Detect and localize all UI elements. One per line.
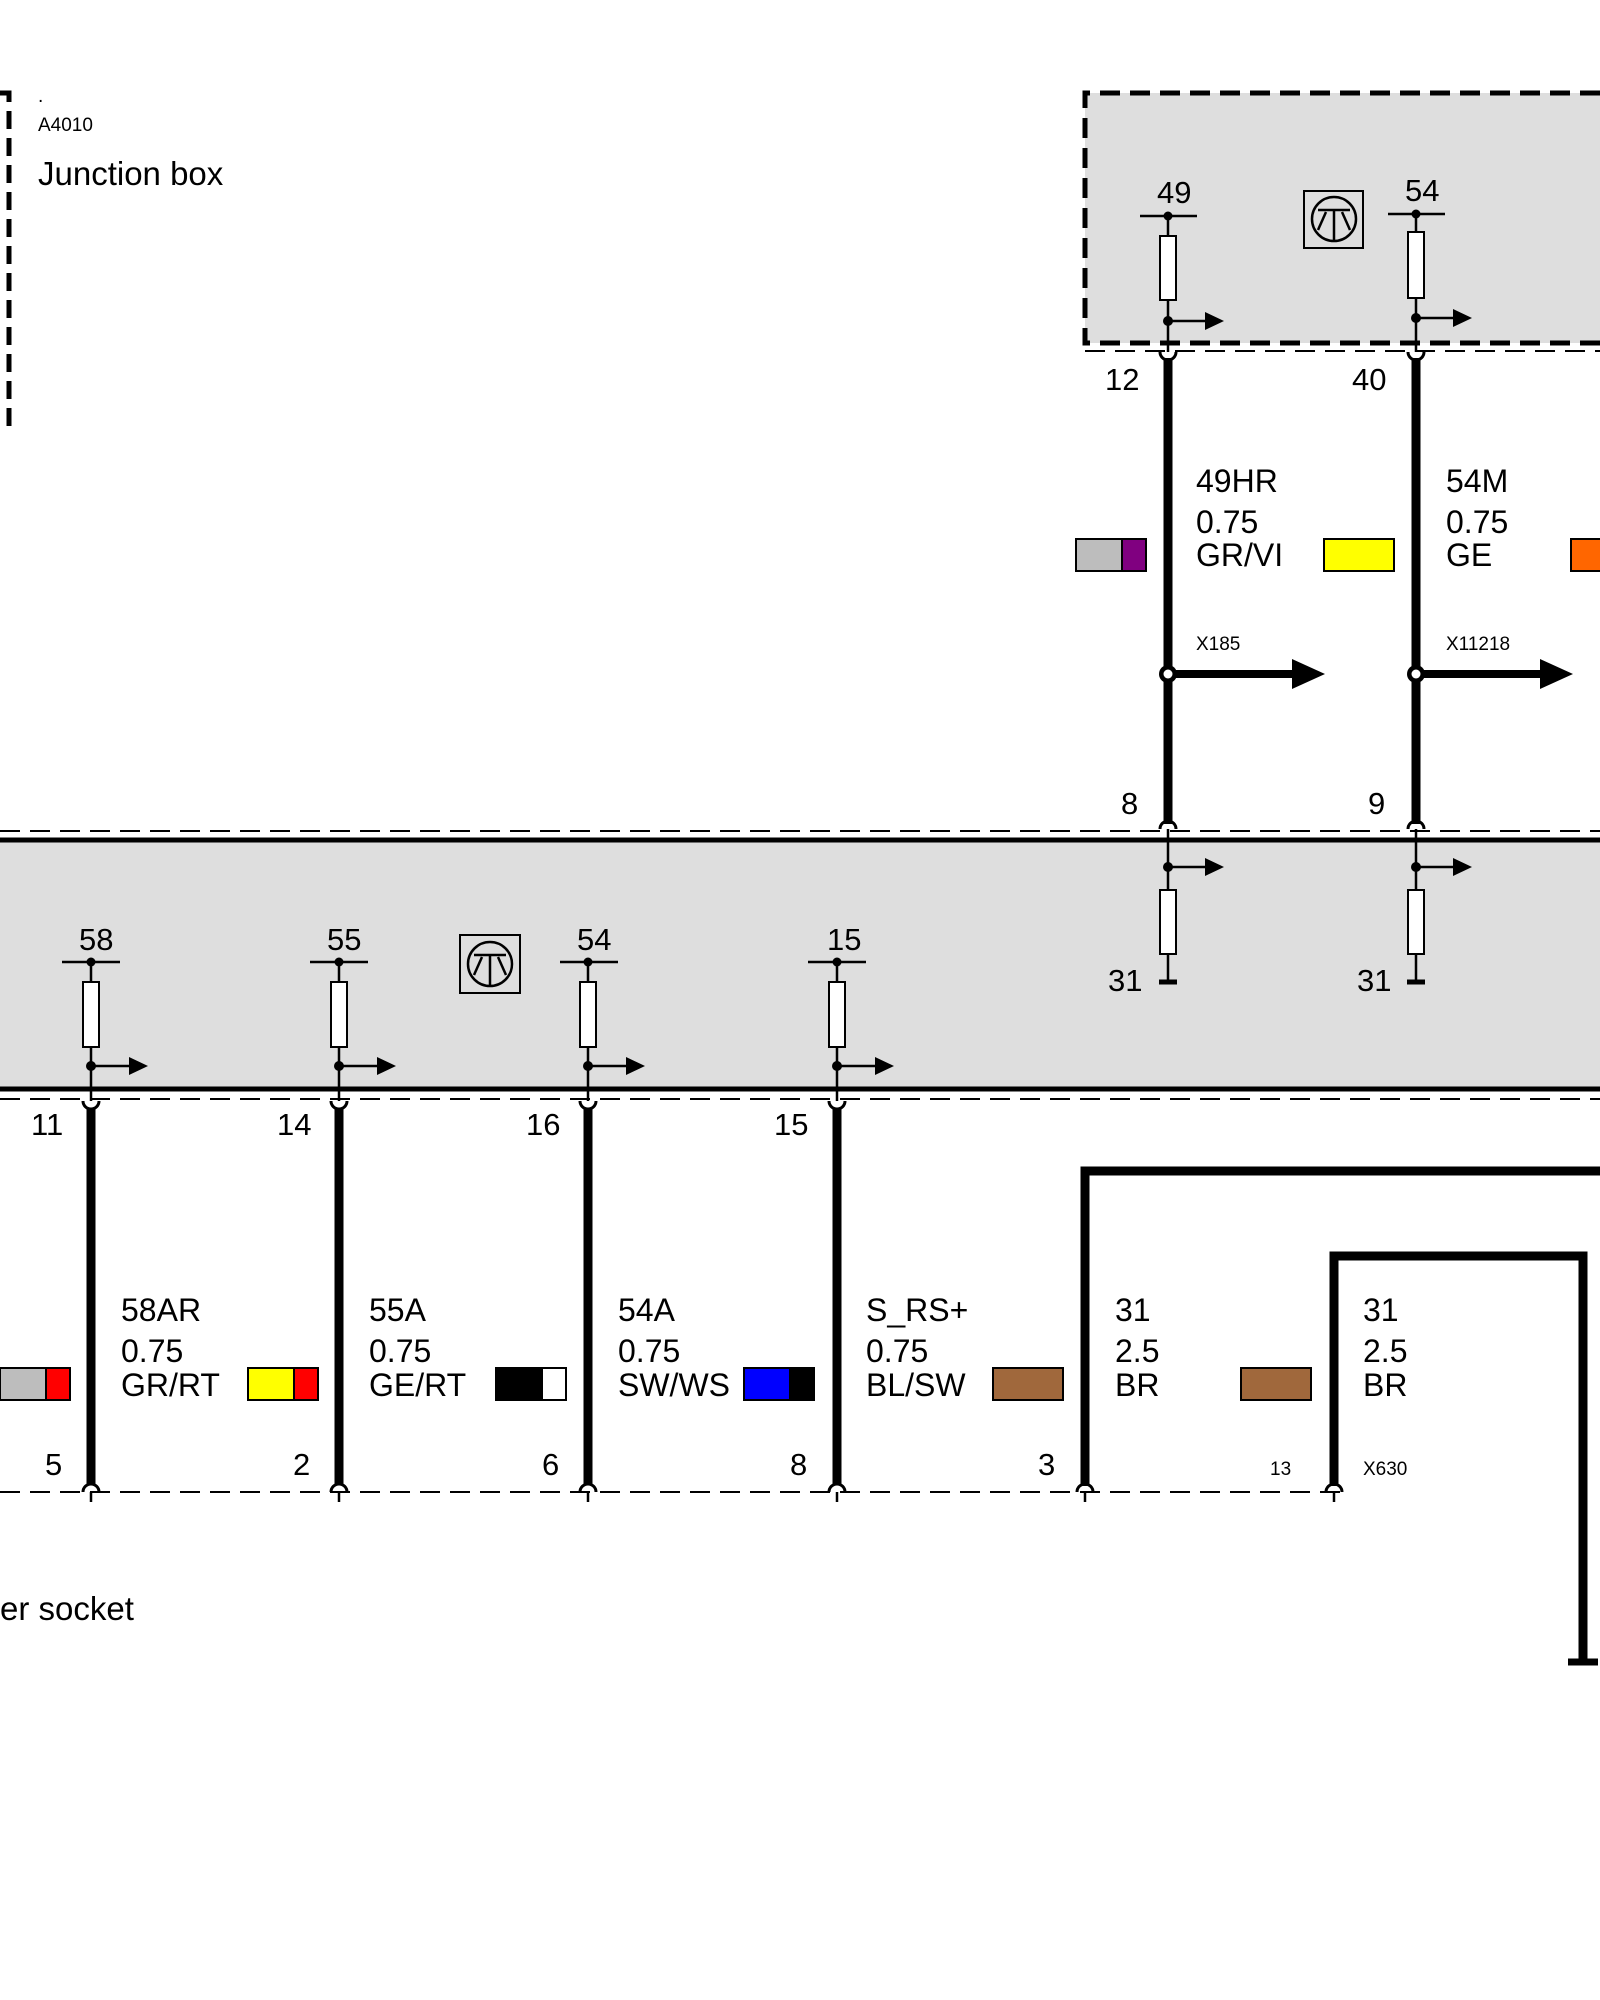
pin-16: 16: [526, 1107, 560, 1142]
pin-5: 5: [45, 1447, 62, 1482]
wire-signal: 58AR: [121, 1292, 201, 1328]
wire-color-code: GE/RT: [369, 1367, 466, 1403]
ground-fuse-right: 31: [1357, 819, 1472, 998]
wire-signal: 31: [1363, 1292, 1399, 1328]
pin-11: 11: [31, 1107, 63, 1142]
fuse-58: 58: [62, 922, 148, 1101]
top-module: 49 54: [1082, 90, 1600, 362]
pin-6: 6: [542, 1447, 559, 1482]
fuse-15: 15: [808, 922, 894, 1101]
color-chip-br: [992, 1367, 1064, 1401]
wire-color-code: GE: [1446, 537, 1492, 573]
wire-color-code: BL/SW: [866, 1367, 966, 1403]
module-symbol-icon: [1303, 190, 1364, 249]
fuse-id: 55: [327, 922, 361, 957]
color-chip-ge: [1323, 538, 1395, 572]
pin-9-top: 9: [1368, 786, 1385, 821]
wire-color-code: BR: [1363, 1367, 1407, 1403]
wire-31-a: 31 2.5 BR: [1080, 1166, 1600, 1486]
color-chip-sw: [495, 1367, 543, 1401]
branch-label: X185: [1196, 634, 1240, 655]
wire-58AR: 58AR 0.75 GR/RT: [81, 1100, 319, 1485]
socket-label: er socket: [0, 1590, 134, 1627]
fuse-id: 54: [1405, 173, 1439, 208]
wire-54M: X11218 54M 0.75 GE: [1323, 358, 1573, 824]
color-chip-rt: [293, 1367, 319, 1401]
pin-2: 2: [293, 1447, 310, 1482]
pin-8-top: 8: [1121, 786, 1138, 821]
wire-size: 2.5: [1363, 1333, 1407, 1369]
wire-size: 0.75: [121, 1333, 183, 1369]
wire-55A: 55A 0.75 GE/RT: [329, 1100, 567, 1485]
fuse-id: 58: [79, 922, 113, 957]
wire-54A: 54A 0.75 SW/WS: [578, 1100, 815, 1485]
color-chip-br: [1240, 1367, 1312, 1401]
branch-label: X11218: [1446, 634, 1510, 655]
fuse-54-lower: 54: [560, 922, 645, 1101]
top-module-fill: [1085, 93, 1600, 343]
color-chip-gr: [0, 1367, 47, 1401]
ground-fuse-left: 31: [1108, 819, 1224, 998]
wire-size: 0.75: [1196, 504, 1258, 540]
fuse-id: 49: [1157, 175, 1191, 210]
pin-12: 12: [1105, 362, 1139, 397]
fuse-id: 54: [577, 922, 611, 957]
bottom-connector: 5 2 6 8 3 13 X630: [0, 1447, 1407, 1502]
pin-13: 13: [1270, 1459, 1291, 1480]
fuse-55: 55: [310, 922, 396, 1101]
fuse-49: 49: [1140, 175, 1224, 362]
lower-wires: 58AR 0.75 GR/RT 55A 0.75 GE/RT 54A 0.75 …: [0, 1100, 1600, 1666]
wire-color-code: GR/VI: [1196, 537, 1283, 573]
ground-label: 31: [1108, 963, 1142, 998]
wire-signal: 49HR: [1196, 463, 1278, 499]
pin-14: 14: [277, 1107, 311, 1142]
wire-size: 2.5: [1115, 1333, 1159, 1369]
ground-label: 31: [1357, 963, 1391, 998]
color-chip-rt: [45, 1367, 71, 1401]
junction-box-border: [0, 90, 12, 429]
junction-dot: .: [38, 86, 43, 107]
pin-15: 15: [774, 1107, 808, 1142]
wire-signal: 54M: [1446, 463, 1508, 499]
wire-size: 0.75: [618, 1333, 680, 1369]
wire-size: 0.75: [1446, 504, 1508, 540]
pin-40: 40: [1352, 362, 1386, 397]
pin-8-bottom: 8: [790, 1447, 807, 1482]
color-chip-sw: [789, 1367, 815, 1401]
wire-size: 0.75: [866, 1333, 928, 1369]
connector-x630: X630: [1363, 1459, 1407, 1480]
fuse-54-top: 54: [1388, 173, 1472, 362]
wire-color-code: SW/WS: [618, 1367, 730, 1403]
wire-signal: 54A: [618, 1292, 676, 1328]
fuse-id: 15: [827, 922, 861, 957]
wire-signal: 31: [1115, 1292, 1151, 1328]
wire-31-b: 31 2.5 BR: [1329, 1251, 1598, 1666]
wire-S_RS: S_RS+ 0.75 BL/SW: [827, 1100, 1064, 1485]
junction-name: Junction box: [38, 155, 224, 192]
junction-box: . A4010 Junction box: [0, 86, 224, 429]
lower-module: 8 9 31 31 58: [0, 786, 1600, 1101]
junction-code: A4010: [38, 115, 93, 136]
color-chip-ge: [247, 1367, 295, 1401]
module-symbol-icon: [459, 934, 521, 994]
wire-49HR: X185 49HR 0.75 GR/VI: [1075, 358, 1325, 824]
pin-3: 3: [1038, 1447, 1055, 1482]
color-chip-ws: [541, 1367, 567, 1401]
wire-signal: 55A: [369, 1292, 427, 1328]
wire-size: 0.75: [369, 1333, 431, 1369]
wire-color-code: BR: [1115, 1367, 1159, 1403]
color-chip-edge: [1570, 538, 1600, 572]
wire-signal: S_RS+: [866, 1292, 968, 1328]
wire-color-code: GR/RT: [121, 1367, 220, 1403]
color-chip-gr: [1075, 538, 1123, 572]
color-chip-bl: [743, 1367, 791, 1401]
color-chip-vi: [1121, 538, 1147, 572]
top-module-border: [1082, 90, 1600, 346]
